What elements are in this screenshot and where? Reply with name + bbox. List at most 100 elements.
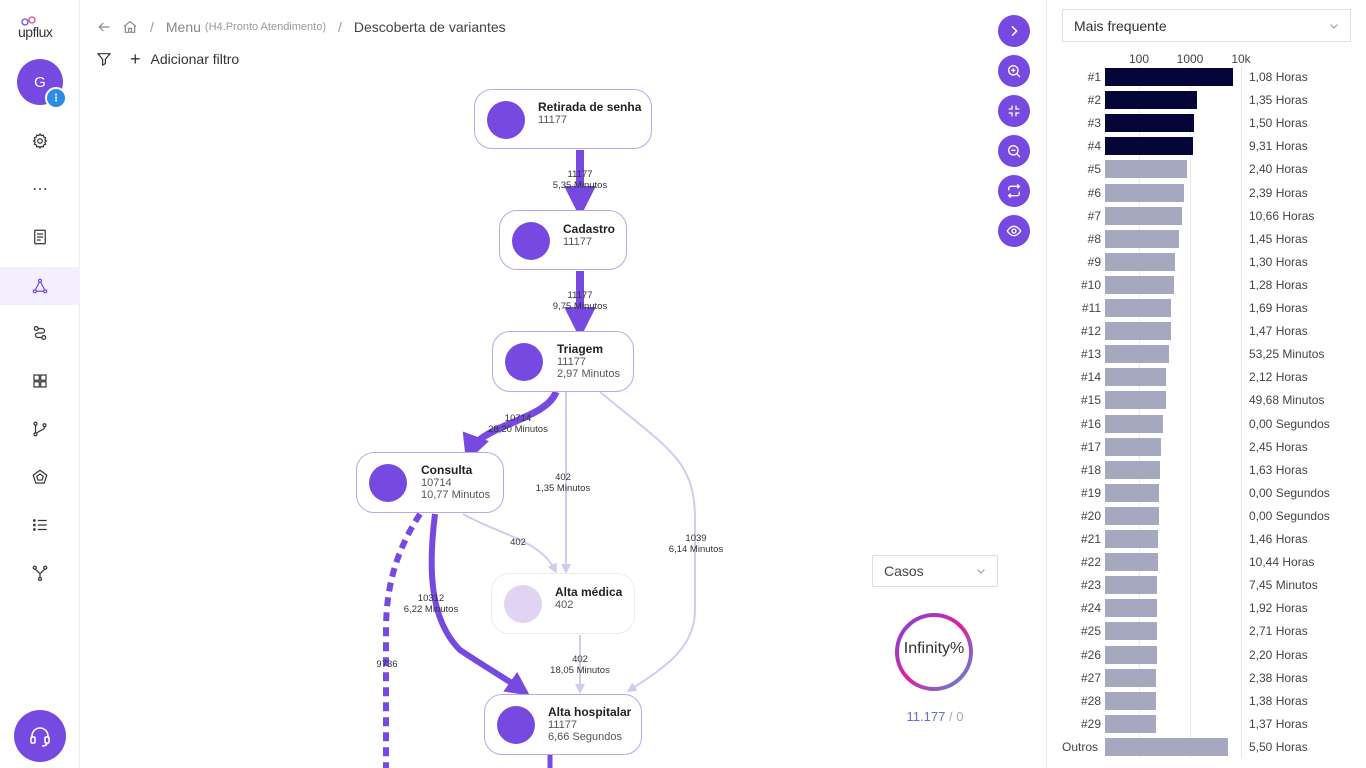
node-alta-medica[interactable]: Alta médica 402 xyxy=(491,573,635,634)
variant-bar[interactable] xyxy=(1105,206,1182,225)
variant-rank-label: #14 xyxy=(1080,370,1101,385)
variant-bar[interactable] xyxy=(1105,506,1159,525)
variant-bar[interactable] xyxy=(1105,160,1187,179)
node-triagem[interactable]: Triagem 11177 2,97 Minutos xyxy=(492,331,634,392)
variant-bar[interactable] xyxy=(1105,645,1157,664)
variant-rank-label: #1 xyxy=(1087,70,1101,84)
variant-rank-label: #15 xyxy=(1080,393,1101,408)
back-arrow-icon[interactable] xyxy=(96,19,112,35)
node-duration: 6,66 Segundos xyxy=(548,731,623,743)
zoom-out-button[interactable] xyxy=(998,135,1030,167)
node-title: Triagem xyxy=(557,342,604,356)
process-edges xyxy=(383,150,696,768)
node-alta-hospitalar[interactable]: Alta hospitalar 11177 6,66 Segundos xyxy=(484,694,642,755)
node-title: Consulta xyxy=(421,463,473,477)
variant-duration: 1,45 Horas xyxy=(1249,231,1308,246)
variant-bar[interactable] xyxy=(1105,576,1158,595)
sidebar-item-branches[interactable] xyxy=(0,410,80,448)
edge-consulta-loop[interactable] xyxy=(383,512,423,768)
grid-icon xyxy=(33,374,47,388)
variant-rank-label: #11 xyxy=(1081,301,1101,315)
variant-bar[interactable] xyxy=(1105,275,1175,294)
fit-screen-button[interactable] xyxy=(998,95,1030,127)
variant-bar[interactable] xyxy=(1105,91,1198,110)
edge-triagem-consulta[interactable] xyxy=(462,390,560,463)
variant-duration: 5,50 Horas xyxy=(1249,739,1308,754)
variant-sort-select[interactable]: Mais frequente xyxy=(1062,9,1351,42)
variant-bar[interactable] xyxy=(1105,622,1157,641)
variant-bar[interactable] xyxy=(1105,368,1167,387)
sidebar-item-compliance[interactable] xyxy=(0,458,80,496)
variant-bar[interactable] xyxy=(1105,137,1193,156)
collapse-panel-button[interactable] xyxy=(998,15,1030,47)
variant-bar[interactable] xyxy=(1105,483,1160,502)
sidebar-item-merge[interactable] xyxy=(0,554,80,592)
variant-bar[interactable] xyxy=(1105,183,1184,202)
visibility-button[interactable] xyxy=(998,215,1030,247)
variant-bar[interactable] xyxy=(1105,299,1172,317)
node-consulta[interactable]: Consulta 10714 10,77 Minutos xyxy=(356,452,504,513)
chart-grid-line xyxy=(1190,66,1191,758)
sidebar-item-process-map[interactable] xyxy=(0,267,80,305)
variant-bar[interactable] xyxy=(1105,414,1163,433)
breadcrumb-menu[interactable]: Menu xyxy=(165,19,201,35)
node-title: Alta hospitalar xyxy=(548,705,632,719)
upflux-logo[interactable]: upflux xyxy=(18,16,62,42)
variant-bar[interactable] xyxy=(1105,322,1172,341)
variant-bar[interactable] xyxy=(1105,437,1161,456)
variant-bar[interactable] xyxy=(1105,668,1157,687)
variant-rank-label: #12 xyxy=(1080,324,1101,339)
variant-rank-label: Outros xyxy=(1062,739,1099,754)
edge-consulta-alta-medica[interactable] xyxy=(462,513,557,574)
variant-bar[interactable] xyxy=(1105,252,1175,271)
variant-duration: 10,44 Horas xyxy=(1249,555,1315,570)
more-dots-icon xyxy=(33,188,47,190)
variant-bar[interactable] xyxy=(1105,68,1233,86)
breadcrumb-separator: / xyxy=(338,19,342,35)
node-count: 11177 xyxy=(563,236,592,248)
sidebar-item-reports[interactable] xyxy=(0,218,80,256)
variant-bar[interactable] xyxy=(1105,114,1195,133)
variant-duration: 2,39 Horas xyxy=(1249,185,1308,200)
sidebar-item-dashboards[interactable] xyxy=(0,362,80,400)
add-filter-button[interactable]: Adicionar filtro xyxy=(150,51,240,67)
metric-select[interactable]: Casos xyxy=(872,555,998,587)
user-menu-dot[interactable]: ⋮ xyxy=(45,87,67,109)
filter-icon[interactable] xyxy=(96,51,112,67)
home-icon[interactable] xyxy=(122,19,138,35)
chart-grid-line xyxy=(1241,66,1242,758)
variant-bar[interactable] xyxy=(1105,391,1166,410)
zoom-in-button[interactable] xyxy=(998,55,1030,87)
variant-bar[interactable] xyxy=(1105,345,1170,364)
edge-label: 9736 xyxy=(376,659,398,670)
variant-bar[interactable] xyxy=(1105,553,1159,572)
variant-rank-label: #19 xyxy=(1080,485,1101,500)
support-button[interactable] xyxy=(14,710,66,762)
document-icon xyxy=(34,229,46,245)
sidebar-item-paths[interactable] xyxy=(0,314,80,352)
variant-bar[interactable] xyxy=(1105,530,1159,548)
chart-scale-label: 10k xyxy=(1231,52,1251,66)
cases-filtered: 0 xyxy=(956,709,964,724)
variant-bar[interactable] xyxy=(1105,229,1180,248)
reset-layout-button[interactable] xyxy=(998,175,1030,207)
sidebar-item-more[interactable] xyxy=(0,170,80,208)
variant-bar[interactable] xyxy=(1105,599,1158,618)
variant-bar[interactable] xyxy=(1105,737,1229,756)
merge-icon xyxy=(32,565,48,582)
node-retirada-de-senha[interactable]: Retirada de senha 11177 xyxy=(474,89,652,149)
node-cadastro[interactable]: Cadastro 11177 xyxy=(499,210,627,270)
variant-duration: 2,40 Horas xyxy=(1249,162,1308,177)
variant-bar[interactable] xyxy=(1105,691,1157,710)
sidebar-item-settings[interactable] xyxy=(0,122,80,160)
edge-consulta-alta-hospitalar[interactable] xyxy=(428,513,530,696)
sidebar-item-list[interactable] xyxy=(0,506,80,544)
variant-bar[interactable] xyxy=(1105,714,1156,733)
variant-rank-label: #18 xyxy=(1080,462,1101,477)
edge-triagem-alta-hospitalar[interactable] xyxy=(599,391,696,693)
variant-bar[interactable] xyxy=(1105,460,1161,479)
